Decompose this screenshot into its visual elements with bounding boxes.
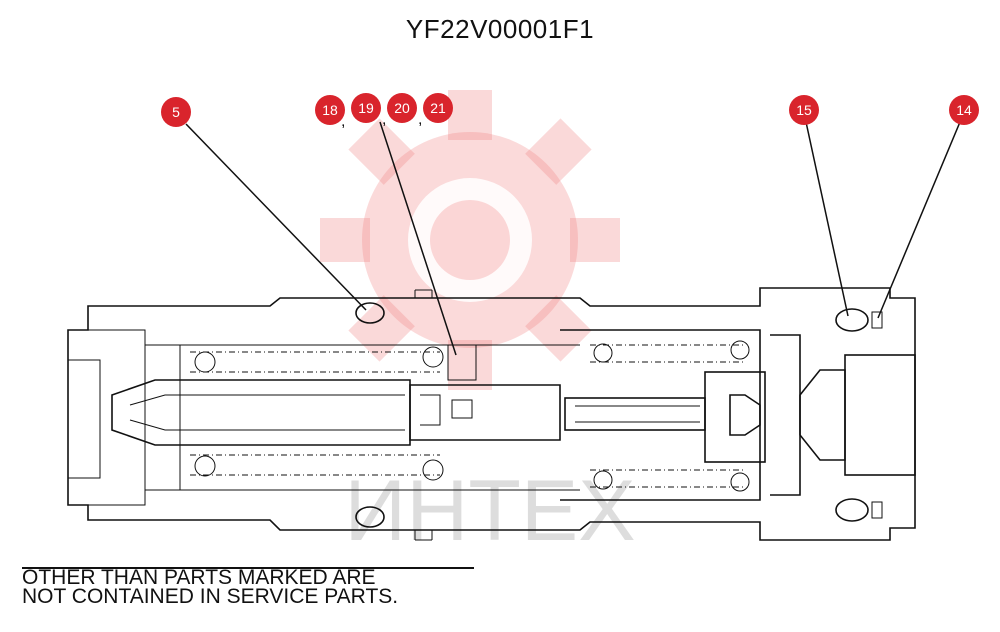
note-line-1: OTHER THAN PARTS MARKED ARE <box>22 566 376 589</box>
watermark-gear-logo <box>320 90 620 390</box>
callout-separator: , <box>418 111 422 128</box>
callout-15[interactable]: 15 <box>789 95 819 125</box>
callout-separator: , <box>341 113 345 130</box>
leader-line-5 <box>185 123 367 311</box>
callout-20[interactable]: 20 <box>387 93 417 123</box>
callout-18[interactable]: 18 <box>315 95 345 125</box>
callout-19-label: 19 <box>358 100 374 116</box>
leader-line-18-21 <box>379 121 457 356</box>
callout-19[interactable]: 19 <box>351 93 381 123</box>
callout-5-label: 5 <box>172 104 180 120</box>
note-divider <box>22 567 474 569</box>
leader-line-15 <box>805 121 849 317</box>
callout-21[interactable]: 21 <box>423 93 453 123</box>
leader-lines <box>185 121 961 356</box>
callout-5[interactable]: 5 <box>161 97 191 127</box>
callout-14-label: 14 <box>956 102 972 118</box>
callout-20-label: 20 <box>394 100 410 116</box>
note-line-2: NOT CONTAINED IN SERVICE PARTS. <box>22 585 399 608</box>
valve-body <box>67 287 916 541</box>
callout-18-label: 18 <box>322 102 338 118</box>
leader-line-14 <box>877 121 961 319</box>
callout-14[interactable]: 14 <box>949 95 979 125</box>
callout-separator: , <box>382 111 386 128</box>
callout-15-label: 15 <box>796 102 812 118</box>
service-parts-note: OTHER THAN PARTS MARKED ARE NOT CONTAINE… <box>22 566 399 608</box>
drawing-title: YF22V00001F1 <box>405 14 595 44</box>
watermark-text: ИНТЕХ <box>344 463 635 559</box>
callout-21-label: 21 <box>430 100 446 116</box>
